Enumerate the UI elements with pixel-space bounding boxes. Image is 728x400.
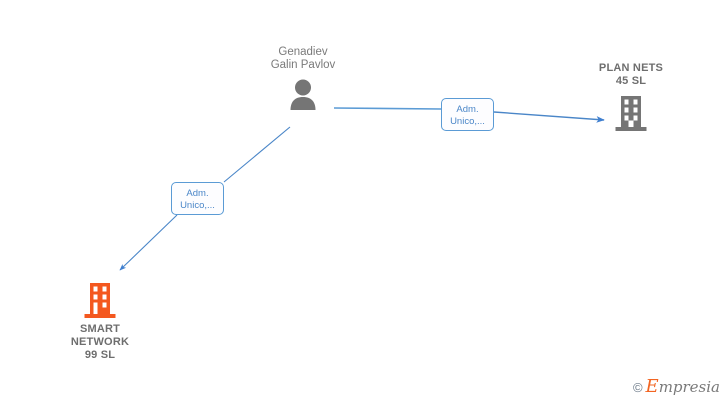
edge-person-to-plannets[interactable] [333, 107, 605, 123]
brand-initial: E [645, 376, 659, 397]
edge-label-smartnetwork[interactable]: Adm. Unico,... [171, 182, 224, 215]
node-person[interactable]: Genadiev Galin Pavlov [243, 46, 363, 110]
person-icon[interactable] [288, 78, 318, 110]
node-smart-network-label-line2: NETWORK [70, 336, 130, 348]
node-person-label: Genadiev Galin Pavlov [243, 46, 363, 72]
node-person-label-line2: Galin Pavlov [270, 59, 336, 71]
node-smart-network-label-line3: 99 SL [84, 349, 116, 361]
edge-label-line2: Unico,... [450, 116, 485, 127]
edge-label-line1: Adm. [456, 104, 479, 115]
edge-label-line1: Adm. [186, 188, 209, 199]
node-smart-network[interactable]: SMART NETWORK 99 SL [40, 281, 160, 362]
node-person-label-line1: Genadiev [278, 46, 328, 58]
building-icon[interactable] [83, 281, 117, 319]
edge-label-plannets[interactable]: Adm. Unico,... [441, 98, 494, 131]
empresia-logo-text: Empresia [646, 378, 720, 396]
node-smart-network-label-line1: SMART [79, 323, 121, 335]
copyright-icon: © [632, 379, 643, 395]
building-icon[interactable] [614, 94, 648, 132]
node-plan-nets-label-line1: PLAN NETS [598, 62, 664, 74]
node-smart-network-label: SMART NETWORK 99 SL [40, 323, 160, 362]
edge-label-line2: Unico,... [180, 200, 215, 211]
node-plan-nets-label-line2: 45 SL [615, 75, 647, 87]
edge-person-to-smartnetwork[interactable] [119, 126, 291, 271]
node-plan-nets-label: PLAN NETS 45 SL [571, 62, 691, 88]
empresia-watermark: © Empresia [633, 378, 720, 396]
node-plan-nets[interactable]: PLAN NETS 45 SL [571, 62, 691, 132]
brand-rest: mpresia [658, 378, 720, 396]
